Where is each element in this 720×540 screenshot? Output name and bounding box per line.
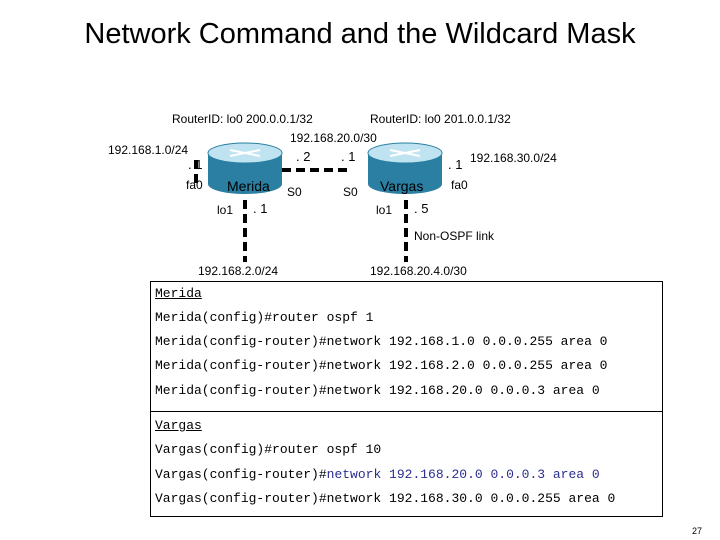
vargas-config-box: Vargas Vargas(config)#router ospf 10 Var… bbox=[150, 411, 663, 517]
vargas-config-prompt: Vargas(config-router)# bbox=[155, 467, 327, 482]
merida-config-line: Merida(config)#router ospf 1 bbox=[155, 310, 374, 325]
vargas-config-heading: Vargas bbox=[155, 418, 202, 433]
merida-s0-address: . 2 bbox=[296, 149, 311, 164]
vargas-fa0-label: fa0 bbox=[451, 178, 468, 192]
vargas-config-line: Vargas(config-router)#network 192.168.30… bbox=[155, 491, 616, 506]
vargas-lo1-address: . 5 bbox=[414, 201, 429, 216]
net-left-label: 192.168.1.0/24 bbox=[108, 143, 189, 157]
merida-fa0-address: . 1 bbox=[188, 157, 203, 172]
vargas-s0-label: S0 bbox=[343, 185, 358, 199]
merida-config-heading: Merida bbox=[155, 286, 202, 301]
net-bottom-left-label: 192.168.2.0/24 bbox=[198, 264, 279, 278]
merida-config-line: Merida(config-router)#network 192.168.2.… bbox=[155, 358, 608, 373]
vargas-config-line: Vargas(config)#router ospf 10 bbox=[155, 442, 382, 457]
merida-config-line: Merida(config-router)#network 192.168.20… bbox=[155, 383, 600, 398]
merida-s0-label: S0 bbox=[287, 185, 302, 199]
non-ospf-link-label: Non-OSPF link bbox=[414, 229, 495, 243]
merida-config-box: Merida Merida(config)#router ospf 1 Meri… bbox=[150, 281, 663, 412]
merida-router-icon bbox=[207, 142, 283, 194]
merida-lo1-address: . 1 bbox=[253, 201, 268, 216]
vargas-s0-address: . 1 bbox=[341, 149, 356, 164]
vargas-fa0-address: . 1 bbox=[448, 157, 463, 172]
merida-fa0-label: fa0 bbox=[186, 178, 203, 192]
net-right-label: 192.168.30.0/24 bbox=[470, 151, 557, 165]
slide-title: Network Command and the Wildcard Mask bbox=[84, 18, 636, 50]
merida-router-id: RouterID: lo0 200.0.0.1/32 bbox=[172, 112, 313, 126]
vargas-router-id: RouterID: lo0 201.0.0.1/32 bbox=[370, 112, 511, 126]
merida-name: Merida bbox=[227, 178, 270, 194]
net-middle-label: 192.168.20.0/30 bbox=[290, 131, 377, 145]
vargas-router-icon bbox=[367, 142, 443, 194]
vargas-config-line: Vargas(config-router)#network 192.168.20… bbox=[155, 467, 600, 482]
net-bottom-right-label: 192.168.20.4.0/30 bbox=[370, 264, 467, 278]
merida-lo1-label: lo1 bbox=[217, 203, 234, 217]
network-diagram bbox=[194, 142, 443, 262]
vargas-config-highlight: network 192.168.20.0 0.0.0.3 area 0 bbox=[326, 467, 600, 482]
vargas-name: Vargas bbox=[380, 178, 424, 194]
merida-config-line: Merida(config-router)#network 192.168.1.… bbox=[155, 334, 608, 349]
page-number: 27 bbox=[691, 526, 702, 536]
vargas-lo1-label: lo1 bbox=[376, 203, 393, 217]
